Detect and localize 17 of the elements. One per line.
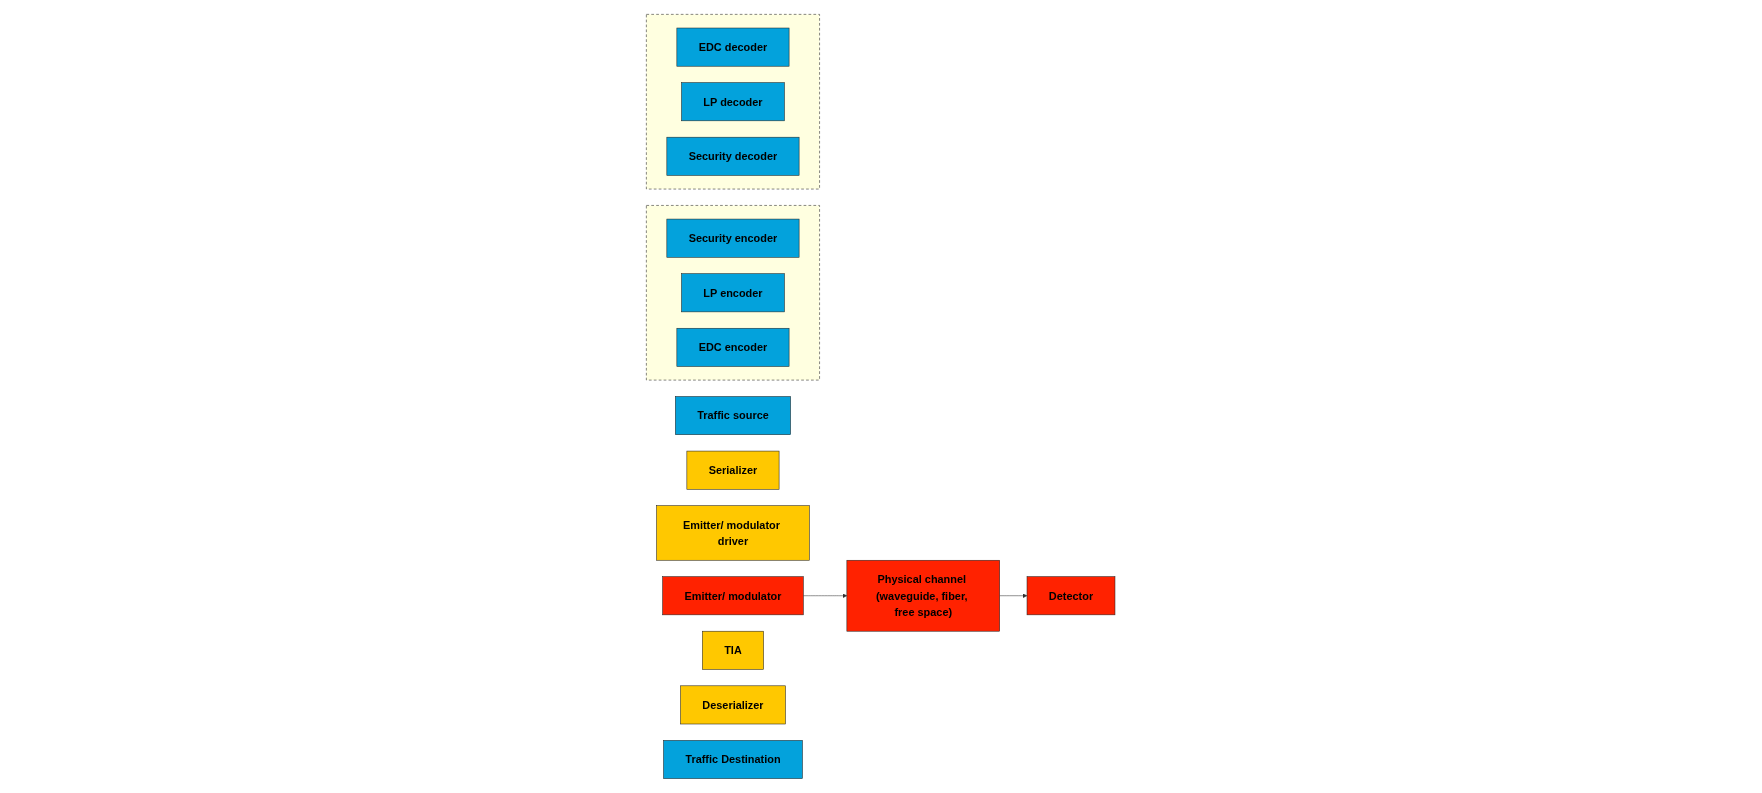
node-box: EDC decoder xyxy=(676,27,790,67)
node-box: Traffic source xyxy=(675,396,792,435)
node-box: Detector xyxy=(1027,576,1116,616)
node-box: Serializer xyxy=(686,450,780,490)
node-box: Emitter/ modulator xyxy=(662,576,804,616)
cluster xyxy=(646,14,821,190)
node-box: EDC encoder xyxy=(676,328,790,367)
node-box: Security encoder xyxy=(666,218,800,258)
node-box: Physical channel (waveguide, fiber, free space) xyxy=(846,560,1001,632)
node-box: TIA xyxy=(702,630,765,670)
node-box: Emitter/ modulator driver xyxy=(656,505,810,561)
node-box: LP decoder xyxy=(681,82,786,122)
node-box: LP encoder xyxy=(681,273,786,313)
node-box: Traffic Destination xyxy=(663,740,804,779)
node-box: Deserializer xyxy=(680,685,787,725)
node-box: Security decoder xyxy=(666,136,800,176)
cluster xyxy=(646,205,821,381)
